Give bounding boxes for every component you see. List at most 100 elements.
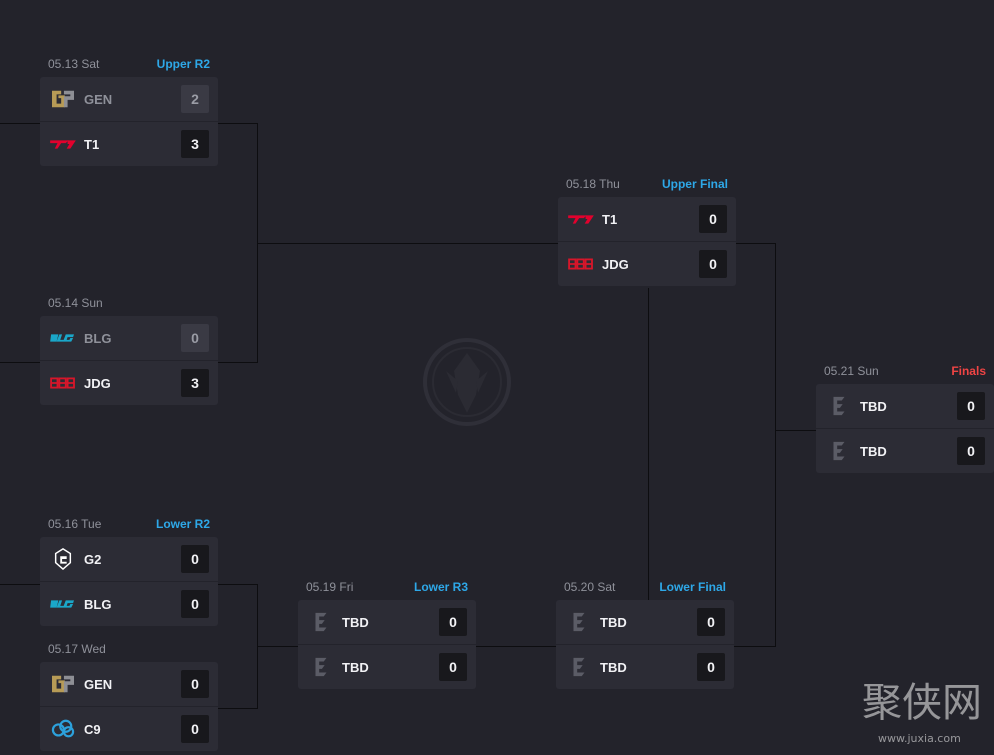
match-card-m8[interactable]: 05.21 Sun Finals TBD 0 TBD 0	[816, 358, 994, 473]
match-teams: G2 0 BLG 0	[40, 537, 218, 626]
bracket-line	[776, 430, 816, 431]
team-name: G2	[84, 551, 102, 567]
bracket-line	[648, 288, 649, 601]
team-row[interactable]: BLG 0	[40, 581, 218, 626]
tbd-logo-icon	[565, 653, 593, 681]
match-teams: TBD 0 TBD 0	[816, 384, 994, 473]
team-row[interactable]: TBD 0	[556, 644, 734, 689]
team-name: TBD	[860, 443, 887, 459]
tbd-logo-icon	[825, 437, 853, 465]
team-name: TBD	[600, 614, 627, 630]
match-teams: TBD 0 TBD 0	[556, 600, 734, 689]
bracket-line	[218, 708, 258, 709]
team-name: BLG	[84, 330, 112, 346]
match-stage: Upper R2	[156, 57, 210, 71]
match-stage: Lower R3	[413, 580, 468, 594]
team-score: 0	[957, 392, 985, 420]
match-date: 05.16 Tue	[48, 517, 102, 531]
gen-logo-icon	[49, 85, 77, 113]
g2-logo-icon	[49, 545, 77, 573]
match-card-m6[interactable]: 05.19 Fri Lower R3 TBD 0 TBD 0	[298, 574, 476, 689]
team-row[interactable]: T1 3	[40, 121, 218, 166]
team-score: 2	[181, 85, 209, 113]
blg-logo-icon	[49, 590, 77, 618]
team-name: GEN	[84, 91, 113, 107]
t1-logo-icon	[567, 205, 595, 233]
team-name: TBD	[600, 659, 627, 675]
match-card-m3[interactable]: 05.16 Tue Lower R2 G2 0 BLG 0	[40, 511, 218, 626]
team-row[interactable]: GEN 0	[40, 662, 218, 706]
match-stage: Lower R2	[155, 517, 210, 531]
c9-logo-icon	[49, 715, 77, 743]
match-date: 05.13 Sat	[48, 57, 100, 71]
team-score: 0	[181, 715, 209, 743]
match-date: 05.17 Wed	[48, 642, 106, 656]
team-row[interactable]: JDG 0	[558, 241, 736, 286]
match-date: 05.19 Fri	[306, 580, 354, 594]
bracket-line	[257, 584, 258, 709]
team-row[interactable]: TBD 0	[298, 600, 476, 644]
team-row[interactable]: GEN 2	[40, 77, 218, 121]
team-name: TBD	[342, 659, 369, 675]
match-stage: Upper Final	[661, 177, 728, 191]
tbd-logo-icon	[307, 653, 335, 681]
svg-text:www.juxia.com: www.juxia.com	[878, 732, 961, 745]
match-card-m5[interactable]: 05.18 Thu Upper Final T1 0 JDG 0	[558, 171, 736, 286]
team-score: 0	[181, 324, 209, 352]
match-header: 05.20 Sat Lower Final	[556, 574, 734, 600]
match-header: 05.19 Fri Lower R3	[298, 574, 476, 600]
team-score: 0	[957, 437, 985, 465]
team-score: 3	[181, 130, 209, 158]
t1-logo-icon	[49, 130, 77, 158]
team-row[interactable]: C9 0	[40, 706, 218, 751]
tbd-logo-icon	[307, 608, 335, 636]
team-row[interactable]: JDG 3	[40, 360, 218, 405]
team-score: 0	[439, 653, 467, 681]
team-name: T1	[602, 211, 618, 227]
team-name: T1	[84, 136, 100, 152]
match-date: 05.14 Sun	[48, 296, 103, 310]
team-score: 0	[699, 250, 727, 278]
team-score: 0	[181, 670, 209, 698]
team-name: TBD	[342, 614, 369, 630]
team-row[interactable]: TBD 0	[298, 644, 476, 689]
jdg-logo-icon	[567, 250, 595, 278]
team-row[interactable]: TBD 0	[556, 600, 734, 644]
match-card-m7[interactable]: 05.20 Sat Lower Final TBD 0 TBD 0	[556, 574, 734, 689]
match-card-m4[interactable]: 05.17 Wed GEN 0 C9 0	[40, 636, 218, 751]
team-row[interactable]: TBD 0	[816, 384, 994, 428]
team-name: GEN	[84, 676, 113, 692]
match-teams: BLG 0 JDG 3	[40, 316, 218, 405]
tbd-logo-icon	[825, 392, 853, 420]
bracket-line	[258, 646, 298, 647]
team-name: C9	[84, 721, 101, 737]
match-date: 05.21 Sun	[824, 364, 879, 378]
match-teams: T1 0 JDG 0	[558, 197, 736, 286]
team-score: 0	[697, 608, 725, 636]
match-header: 05.14 Sun	[40, 290, 218, 316]
team-name: BLG	[84, 596, 112, 612]
team-row[interactable]: G2 0	[40, 537, 218, 581]
team-row[interactable]: T1 0	[558, 197, 736, 241]
team-score: 0	[439, 608, 467, 636]
match-card-m1[interactable]: 05.13 Sat Upper R2 GEN 2 T1 3	[40, 51, 218, 166]
match-teams: GEN 2 T1 3	[40, 77, 218, 166]
svg-text:聚侠网: 聚侠网	[862, 680, 982, 726]
bracket-line	[734, 646, 776, 647]
match-header: 05.18 Thu Upper Final	[558, 171, 736, 197]
match-header: 05.17 Wed	[40, 636, 218, 662]
match-date: 05.20 Sat	[564, 580, 616, 594]
tbd-logo-icon	[565, 608, 593, 636]
team-name: JDG	[84, 375, 111, 391]
match-teams: GEN 0 C9 0	[40, 662, 218, 751]
team-score: 0	[697, 653, 725, 681]
team-name: JDG	[602, 256, 629, 272]
match-card-m2[interactable]: 05.14 Sun BLG 0 JDG 3	[40, 290, 218, 405]
blg-logo-icon	[49, 324, 77, 352]
match-header: 05.13 Sat Upper R2	[40, 51, 218, 77]
bracket-line	[775, 243, 776, 646]
team-row[interactable]: BLG 0	[40, 316, 218, 360]
team-row[interactable]: TBD 0	[816, 428, 994, 473]
match-stage: Finals	[951, 364, 986, 378]
team-score: 3	[181, 369, 209, 397]
